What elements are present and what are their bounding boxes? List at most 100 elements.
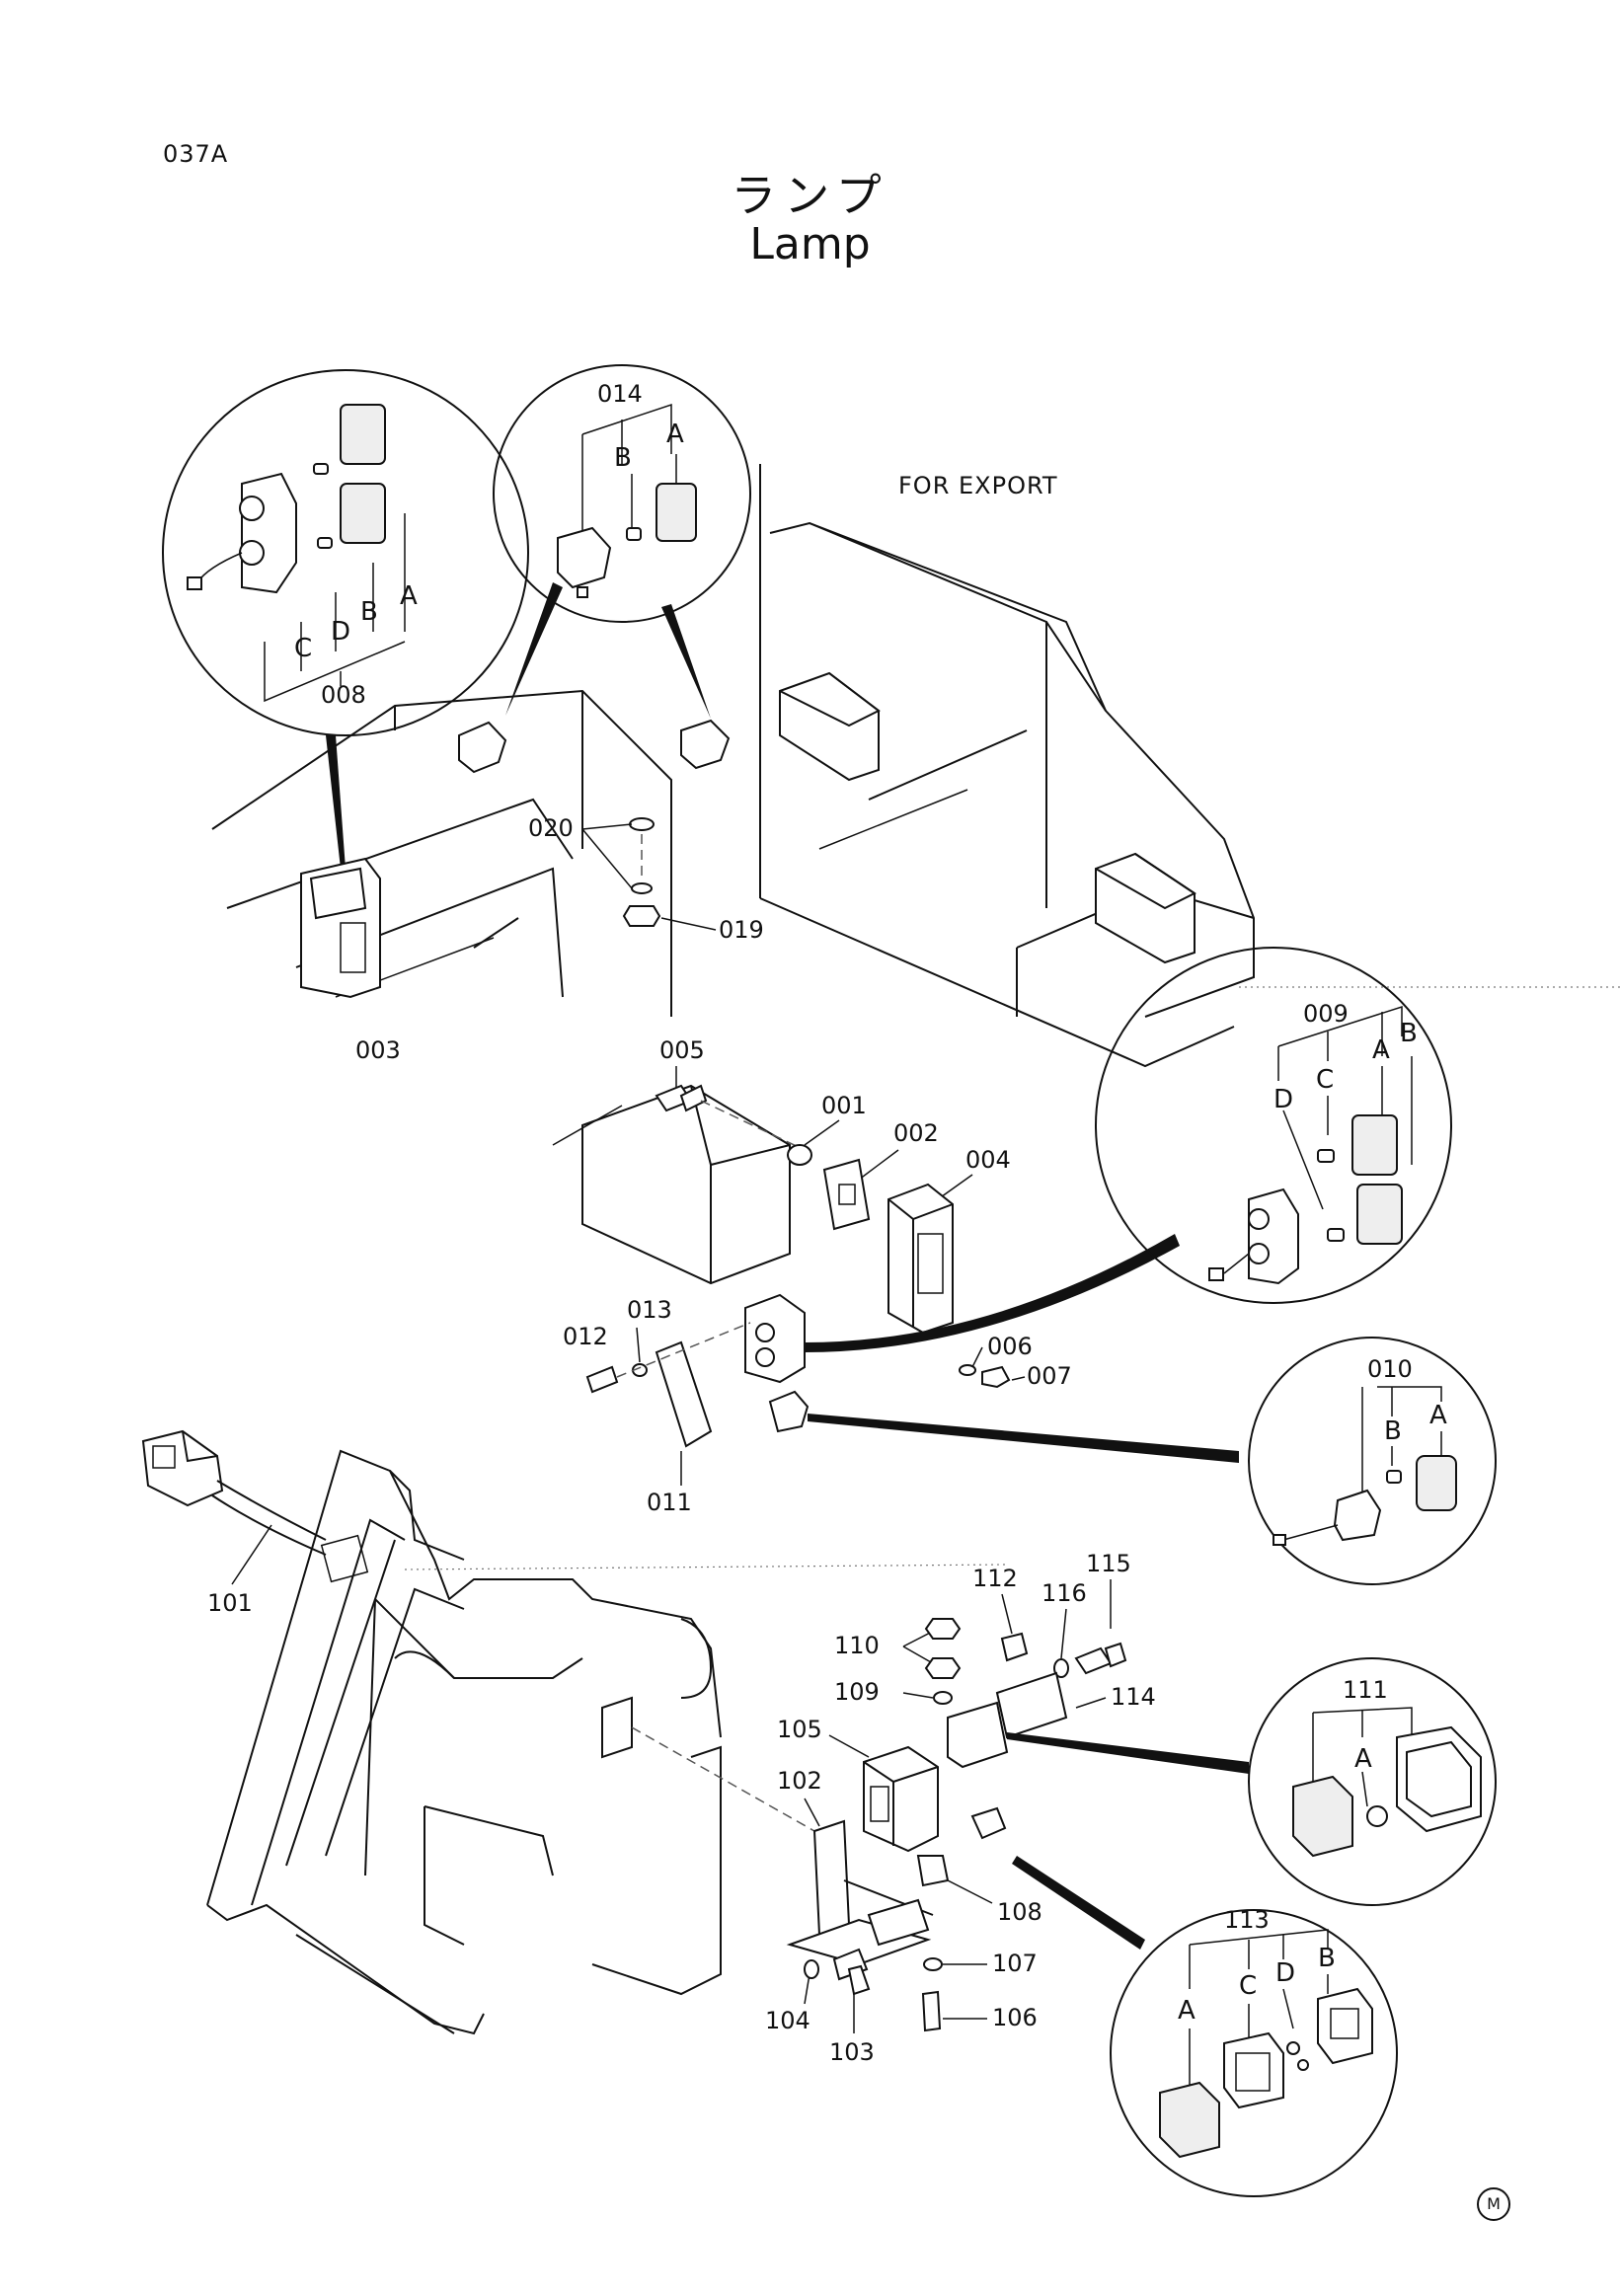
letter-c: C (1316, 1065, 1334, 1095)
combination-lamp-icon (744, 1293, 806, 1384)
combination-lamp-icon (1248, 1187, 1299, 1285)
roof-lamp-left-icon (458, 721, 507, 774)
part-014: 014 (597, 380, 643, 408)
grommet-icon (916, 1855, 950, 1887)
letter-d: D (331, 617, 350, 647)
part-020: 020 (528, 814, 574, 842)
export-lamp-box-2 (1095, 852, 1196, 964)
bulb-icon (1386, 1470, 1402, 1484)
work-lamp-icon (557, 526, 612, 589)
footer-m-mark: M (1477, 2187, 1510, 2221)
part-009: 009 (1303, 1000, 1349, 1028)
lens-icon (1416, 1455, 1457, 1511)
part-110: 110 (834, 1632, 880, 1659)
bulb-icon (626, 527, 642, 541)
lens-icon (1356, 1184, 1403, 1245)
bulb-icon (317, 537, 333, 549)
letter-b: B (1318, 1944, 1336, 1973)
letter-a: A (1354, 1744, 1372, 1774)
bulb-icon (1286, 2041, 1300, 2055)
part-105: 105 (777, 1716, 822, 1743)
letter-a: A (666, 420, 684, 449)
lens-icon (340, 404, 386, 465)
letter-d: D (1275, 1958, 1295, 1988)
side-lamp-icon (1333, 1489, 1382, 1542)
letter-b: B (614, 443, 632, 473)
part-006: 006 (987, 1333, 1033, 1360)
part-114: 114 (1111, 1683, 1156, 1711)
detail-circle-111: 111 A (1248, 1657, 1497, 1906)
part-002: 002 (893, 1119, 939, 1147)
bulb-icon (1366, 1805, 1388, 1827)
part-011: 011 (647, 1489, 692, 1516)
letter-b: B (360, 597, 378, 627)
roof-lamp-right-icon (680, 719, 731, 770)
rear-lamp-003: 003 (300, 857, 401, 1064)
lens-icon (1159, 2081, 1220, 2159)
detail-circle-010: 010 B A (1248, 1337, 1497, 1585)
lamp-housing-icon (1396, 1725, 1482, 1833)
part-106: 106 (992, 2004, 1038, 2031)
part-103: 103 (829, 2038, 875, 2066)
letter-c: C (294, 634, 312, 663)
lens-icon (1351, 1114, 1398, 1176)
front-frame-lower (206, 986, 1620, 2035)
part-001: 001 (821, 1092, 867, 1119)
part-102: 102 (777, 1767, 822, 1795)
part-005: 005 (659, 1036, 705, 1064)
bulb-icon (313, 463, 329, 475)
detail-circle-014: 014 B A (493, 364, 751, 623)
lamp-housing-icon (863, 1745, 939, 1853)
side-lamp-icon (768, 1390, 810, 1433)
for-export-note: FOR EXPORT (898, 472, 1058, 499)
letter-a: A (400, 581, 418, 611)
letter-b: B (1400, 1019, 1418, 1048)
part-013: 013 (627, 1296, 672, 1324)
part-007: 007 (1027, 1362, 1072, 1390)
part-004: 004 (965, 1146, 1011, 1174)
page-code: 037A (163, 140, 229, 168)
page-title-japanese: ランプ (731, 169, 889, 222)
bulb-icon (1327, 1228, 1345, 1242)
part-019: 019 (719, 916, 764, 944)
part-112: 112 (972, 1565, 1018, 1592)
export-lamp-box-1 (779, 671, 880, 782)
bracket-assembly: 005 001 002 004 006 007 011 012 013 (563, 1036, 1239, 1516)
part-107: 107 (992, 1950, 1038, 1977)
fastener-stack-019-020: 020 019 (528, 814, 764, 944)
letter-a: A (1178, 1996, 1196, 2026)
letter-a: A (1429, 1401, 1447, 1430)
detail-circle-008: C D B A 008 (162, 369, 529, 869)
detail-circle-113: 113 D B C A (1110, 1906, 1398, 2197)
page-title-english: Lamp (749, 219, 871, 269)
part-111: 111 (1343, 1676, 1388, 1704)
part-115: 115 (1086, 1550, 1131, 1577)
lens-icon (656, 483, 697, 542)
letter-d: D (1273, 1085, 1293, 1114)
machine-body-upper (211, 464, 1255, 1285)
part-010: 010 (1367, 1355, 1413, 1383)
detail-circle-009: 009 A B C D (1095, 947, 1452, 1304)
part-101: 101 (207, 1589, 253, 1617)
letter-b: B (1384, 1416, 1402, 1446)
lamp-bracket-assembly: 112 115 116 110 109 114 105 102 1 (765, 1550, 1249, 2066)
wire-harness-101: 101 (141, 1429, 327, 1617)
part-003: 003 (355, 1036, 401, 1064)
lamp-unit-icon (947, 1701, 1009, 1769)
lens-icon (340, 483, 386, 544)
part-008: 008 (321, 681, 366, 709)
part-109: 109 (834, 1678, 880, 1706)
part-012: 012 (563, 1323, 608, 1350)
letter-c: C (1239, 1971, 1257, 2001)
lens-icon (1292, 1775, 1353, 1858)
part-116: 116 (1041, 1579, 1087, 1607)
lens-frame-icon (1223, 2031, 1284, 2109)
roof-work-lamps (458, 582, 731, 774)
lamp-housing-icon (1317, 1987, 1373, 2065)
bulb-icon (1317, 1149, 1335, 1163)
part-104: 104 (765, 2007, 810, 2034)
part-113: 113 (1224, 1906, 1270, 1934)
letter-a: A (1372, 1035, 1390, 1065)
part-108: 108 (997, 1898, 1042, 1926)
